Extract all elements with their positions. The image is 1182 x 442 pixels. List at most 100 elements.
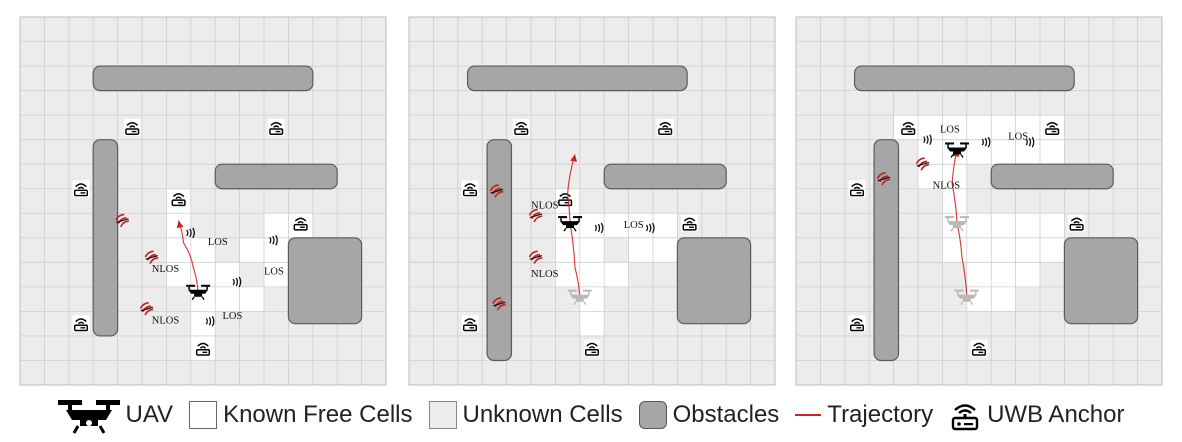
uav-ghost-icon	[945, 216, 970, 232]
uwb-anchor-icon	[194, 339, 212, 357]
uwb-anchor-icon	[583, 339, 601, 357]
legend-uav: UAV	[57, 396, 174, 434]
free-cell	[1015, 213, 1040, 238]
signal-wave-icon	[646, 222, 655, 234]
free-cell	[991, 213, 1016, 238]
free-cell	[966, 213, 992, 238]
free-cell	[966, 237, 992, 263]
legend-trajectory-label: Trajectory	[827, 401, 934, 428]
signal-wave-icon	[594, 222, 604, 234]
nlos-blocked-signal-icon	[528, 250, 543, 264]
obstacle	[466, 65, 688, 92]
uav-icon	[186, 284, 211, 301]
nlos-blocked-signal-icon	[144, 250, 159, 264]
nlos-label: NLOS	[531, 200, 559, 211]
free-cell	[966, 262, 992, 287]
free-cell	[579, 237, 605, 263]
legend-obstacles-label: Obstacles	[672, 401, 780, 428]
legend-unknown-label: Unknown Cells	[462, 401, 623, 428]
obstacle	[287, 237, 363, 325]
nlos-blocked-signal-icon	[139, 302, 154, 316]
uwb-anchor-icon	[461, 315, 479, 333]
free-cell	[215, 286, 240, 312]
free-cell	[653, 213, 678, 238]
free-cell	[264, 213, 289, 238]
free-cell-swatch	[189, 401, 218, 429]
free-cell	[190, 237, 216, 263]
free-cell	[555, 262, 580, 287]
panel-border	[408, 16, 776, 386]
obstacle	[92, 65, 314, 92]
nlos-label: NLOS	[152, 316, 180, 327]
free-cell	[942, 237, 967, 263]
free-cell	[239, 286, 264, 312]
legend-obstacles: Obstacles	[638, 401, 780, 429]
legend-uav-label: UAV	[125, 401, 174, 428]
obstacle	[990, 163, 1114, 190]
signal-wave-icon	[186, 227, 195, 239]
los-label: LOS	[624, 220, 644, 231]
uwb-anchor-icon	[1043, 119, 1061, 136]
uav-icon	[57, 400, 120, 434]
uwb-anchor-icon	[556, 190, 574, 207]
uwb-anchor-icon	[970, 339, 988, 357]
signal-wave-icon	[205, 315, 215, 327]
free-cell	[991, 115, 1016, 140]
free-cell	[264, 237, 289, 263]
signal-wave-icon	[1025, 136, 1035, 148]
uav-icon	[945, 142, 970, 158]
free-cell	[1040, 139, 1065, 165]
uwb-anchor-icon	[170, 190, 187, 207]
free-cell	[190, 311, 216, 336]
free-cell	[166, 237, 191, 263]
uwb-anchor-icon	[461, 180, 479, 198]
trajectory-arrow-icon	[570, 154, 578, 162]
legend-free-label: Known Free Cells	[223, 401, 413, 428]
free-cell	[166, 262, 191, 287]
legend-anchor-label: UWB Anchor	[987, 401, 1125, 428]
signal-wave-icon	[981, 136, 991, 148]
free-cell	[628, 237, 653, 263]
uwb-anchor-icon	[848, 180, 866, 198]
free-cell	[215, 262, 240, 287]
uav-ghost-icon	[567, 289, 592, 306]
free-cell	[1040, 237, 1065, 263]
legend-unknown: Unknown Cells	[428, 401, 623, 429]
legend: UAV Known Free Cells Unknown Cells Obsta…	[0, 388, 1182, 442]
panel-border	[19, 16, 387, 386]
obstacle	[676, 237, 752, 325]
nlos-blocked-signal-icon	[876, 171, 891, 186]
uwb-anchor-icon	[1068, 214, 1085, 232]
signal-wave-icon	[232, 276, 242, 288]
free-cell	[653, 237, 678, 263]
los-label: LOS	[1008, 132, 1028, 143]
los-label: LOS	[223, 311, 243, 322]
legend-trajectory: Trajectory	[795, 401, 933, 429]
signal-wave-icon	[923, 134, 932, 146]
nlos-label: NLOS	[152, 264, 180, 275]
free-cell	[1015, 262, 1040, 287]
obstacle	[1063, 237, 1139, 325]
los-label: LOS	[940, 124, 960, 135]
uwb-anchor-icon	[899, 119, 917, 136]
panel-border	[795, 16, 1163, 386]
trajectory-swatch	[795, 414, 822, 416]
uwb-anchor-icon	[951, 404, 979, 431]
free-cell	[239, 237, 264, 263]
free-cell	[555, 237, 580, 263]
los-label: LOS	[208, 237, 228, 248]
trajectory-line	[178, 220, 199, 292]
free-cell	[604, 213, 629, 238]
signal-wave-icon	[269, 234, 278, 246]
free-cell	[942, 164, 967, 189]
unknown-cell-swatch	[428, 401, 457, 429]
free-cell	[991, 262, 1016, 287]
obstacle	[603, 163, 727, 190]
uwb-anchor-icon	[292, 214, 309, 232]
obstacle	[873, 139, 900, 362]
nlos-label: NLOS	[531, 269, 559, 280]
free-cell	[264, 262, 289, 287]
free-cell	[966, 115, 992, 140]
